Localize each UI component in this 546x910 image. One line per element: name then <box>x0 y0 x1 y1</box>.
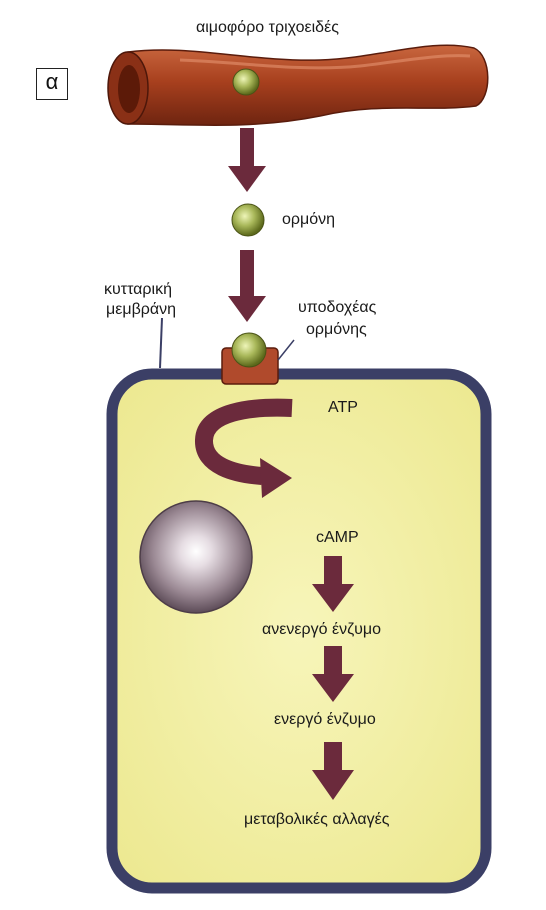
atp-conversion-arrow <box>195 398 293 498</box>
atp-label: ATP <box>328 399 358 416</box>
bound-hormone <box>231 332 267 368</box>
hormone-molecule <box>231 203 265 237</box>
membrane-pointer <box>159 317 163 369</box>
receptor-label-line2: ορμόνης <box>306 321 367 338</box>
blood-capillary <box>107 44 489 127</box>
inactive-enzyme-label: ανενεργό ένζυμο <box>262 621 382 638</box>
arrow-to-receptor <box>228 250 266 322</box>
receptor-pointer <box>277 339 295 361</box>
membrane-label-line1: κυτταρική <box>104 281 172 298</box>
arrow-active-to-metabolic <box>312 742 354 800</box>
arrow-to-hormone <box>228 128 266 192</box>
nucleus <box>139 500 253 614</box>
active-enzyme-label: ενεργό ένζυμο <box>274 711 376 728</box>
metabolic-changes-label: μεταβολικές αλλαγές <box>244 811 390 828</box>
camp-label: cAMP <box>316 529 359 546</box>
hormone-in-capillary <box>232 68 260 96</box>
hormone-label: ορμόνη <box>282 211 336 228</box>
receptor-label-line1: υποδοχέας <box>298 299 377 316</box>
arrow-camp-to-inactive <box>312 556 354 612</box>
arrow-inactive-to-active <box>312 646 354 702</box>
panel-label: α <box>36 68 68 100</box>
membrane-label-line2: μεμβράνη <box>106 301 177 318</box>
capillary-label: αιμοφόρο τριχοειδές <box>196 19 339 36</box>
